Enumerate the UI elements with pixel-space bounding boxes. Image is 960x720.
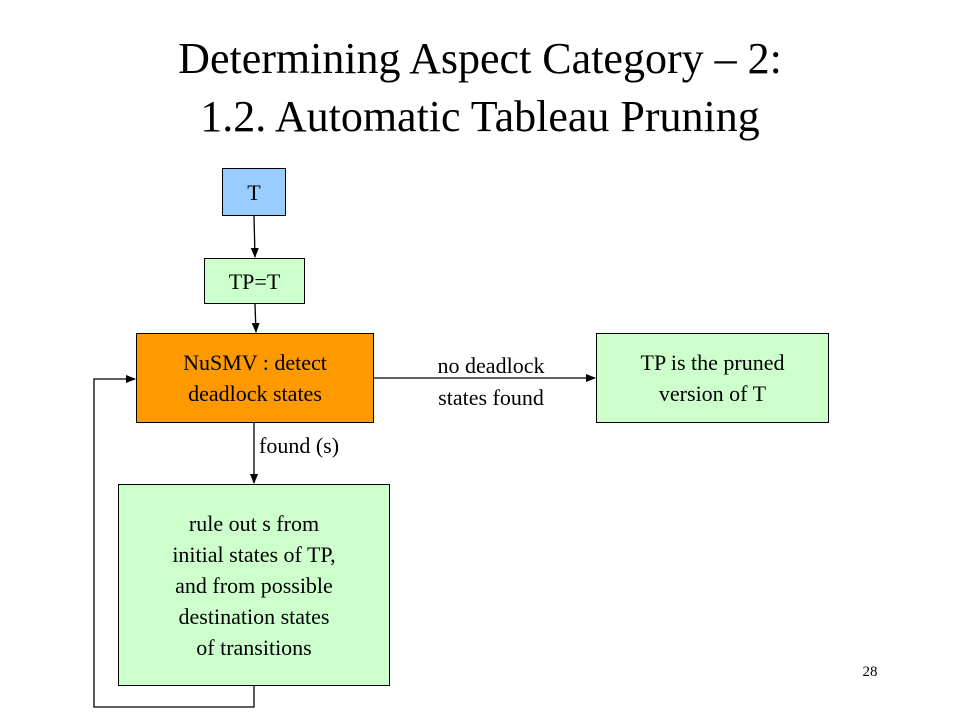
page-number: 28: [862, 664, 878, 680]
node-t: T: [222, 168, 286, 216]
node-pruned-label: TP is the pruned version of T: [640, 350, 785, 406]
slide-title: Determining Aspect Category – 2: 1.2. Au…: [0, 30, 960, 146]
edge-label-found: found (s): [259, 433, 340, 458]
title-line-1: Determining Aspect Category – 2:: [178, 34, 782, 83]
node-t-label: T: [247, 179, 261, 205]
node-rule-out-label: rule out s from initial states of TP, an…: [172, 510, 336, 660]
node-tp-label: TP=T: [228, 268, 281, 294]
edge-label-no-deadlock: no deadlock states found: [437, 353, 545, 410]
edge-t-to-tp: [250, 215, 259, 258]
node-rule-out: rule out s from initial states of TP, an…: [118, 484, 390, 686]
node-pruned-result: TP is the pruned version of T: [596, 333, 829, 423]
node-nusmv-label: NuSMV : detect deadlock states: [183, 350, 327, 406]
node-tp-equals-t: TP=T: [204, 258, 305, 304]
node-nusmv-detect: NuSMV : detect deadlock states: [136, 333, 374, 423]
edge-rule-out-loop-back: [93, 375, 255, 708]
edge-tp-to-nusmv: [251, 303, 260, 333]
title-line-2: 1.2. Automatic Tableau Pruning: [200, 92, 760, 141]
